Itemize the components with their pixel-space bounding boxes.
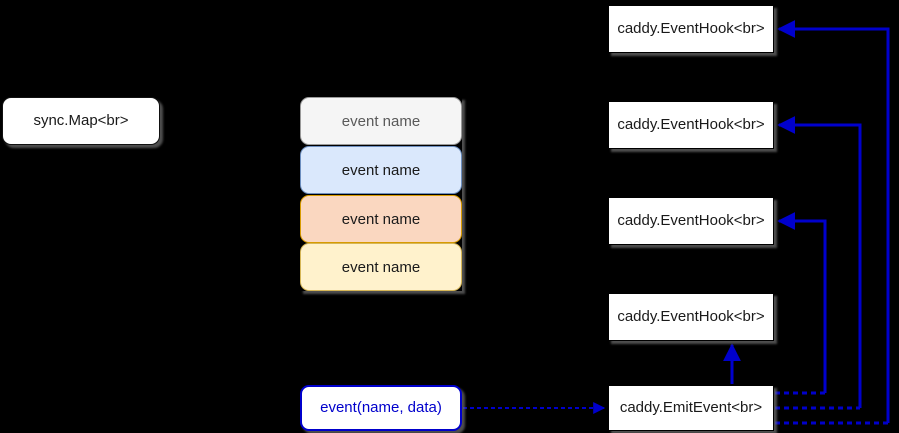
event-name-item-1[interactable]: event name <box>300 146 462 194</box>
edge-emit-to-hook-2-solid <box>777 212 827 393</box>
node-event-hook-3[interactable]: caddy.EventHook<br> <box>608 293 774 341</box>
node-sync-map[interactable]: sync.Map<br> <box>2 97 160 145</box>
edge-emit-to-hook-1-solid <box>777 116 862 408</box>
edge-emit-to-hook-0-solid <box>777 20 890 423</box>
node-event-hook-1[interactable]: caddy.EventHook<br> <box>608 101 774 149</box>
node-event-call[interactable]: event(name, data) <box>300 385 462 431</box>
event-name-item-2[interactable]: event name <box>300 195 462 243</box>
node-emit-event[interactable]: caddy.EmitEvent<br> <box>608 385 774 431</box>
event-name-stack: event name event name event name event n… <box>300 97 462 291</box>
node-event-hook-2[interactable]: caddy.EventHook<br> <box>608 197 774 245</box>
node-event-hook-0[interactable]: caddy.EventHook<br> <box>608 5 774 53</box>
event-name-item-0[interactable]: event name <box>300 97 462 145</box>
event-name-item-3[interactable]: event name <box>300 243 462 291</box>
